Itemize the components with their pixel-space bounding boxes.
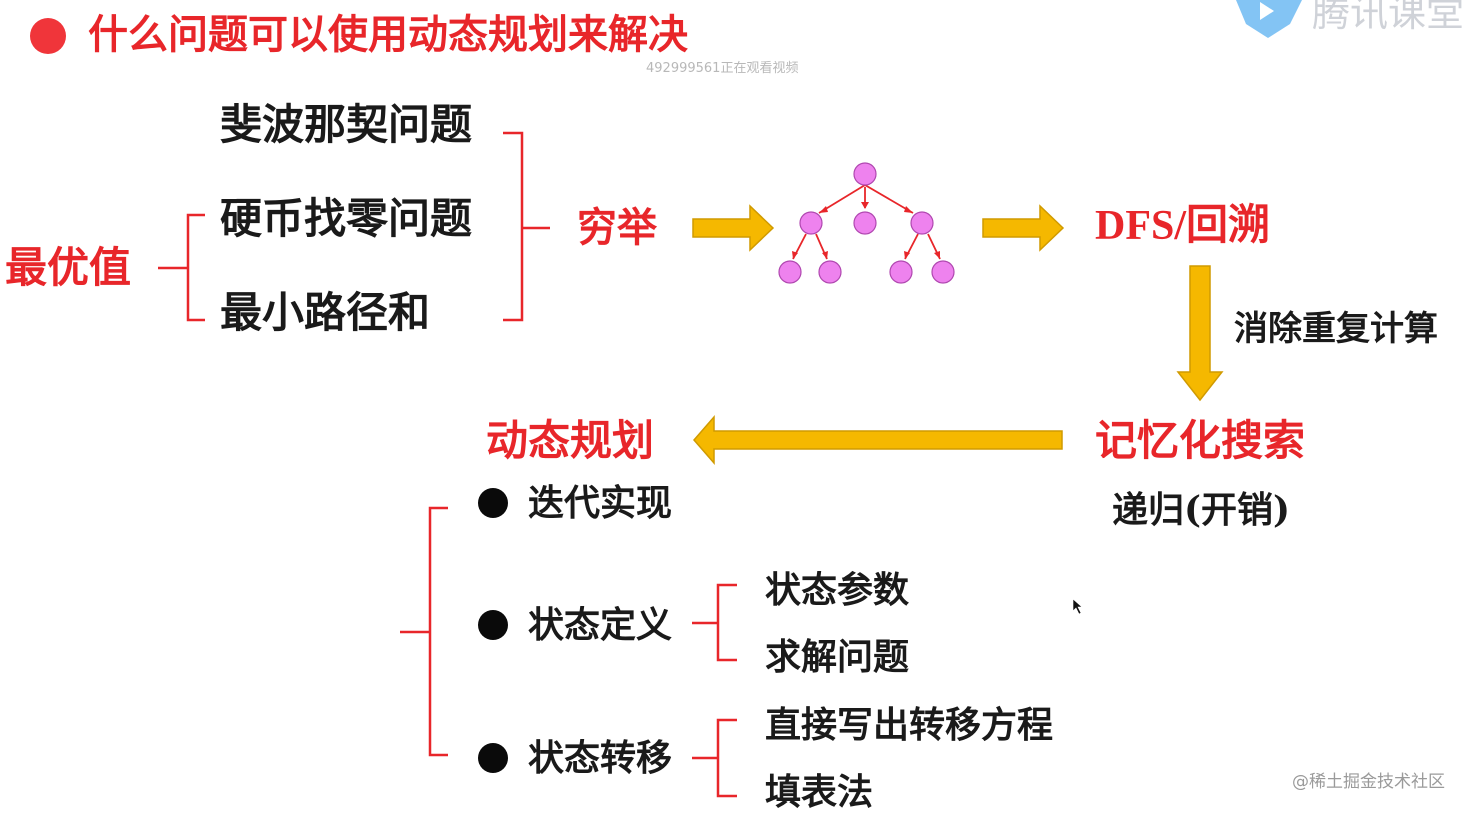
arrow-right-1 xyxy=(692,204,775,252)
tree-node xyxy=(799,211,823,235)
problem-coin-change: 硬币找零问题 xyxy=(220,194,473,243)
aspect-state-transition: 状态转移 xyxy=(528,737,673,779)
arrow-left xyxy=(693,414,1063,466)
title-bullet xyxy=(30,18,66,54)
bullet-icon xyxy=(478,488,508,518)
state-def-problem: 求解问题 xyxy=(765,636,910,678)
arrow-right-2 xyxy=(982,204,1065,252)
bullet-icon xyxy=(478,743,508,773)
tree-node xyxy=(853,162,877,186)
arrow-down xyxy=(1176,265,1224,402)
label-exhaustive: 穷举 xyxy=(577,204,657,251)
tree-node xyxy=(889,260,913,284)
problem-fibonacci: 斐波那契问题 xyxy=(220,100,473,149)
bracket-problems xyxy=(158,213,205,322)
problem-min-path-sum: 最小路径和 xyxy=(220,288,431,337)
aspect-iterative: 迭代实现 xyxy=(528,482,673,524)
bracket-transition xyxy=(692,718,737,798)
label-remove-duplicates: 消除重复计算 xyxy=(1234,309,1438,349)
state-def-params: 状态参数 xyxy=(765,569,910,611)
viewer-notice: 492999561正在观看视频 xyxy=(646,61,799,76)
recursion-tree xyxy=(778,162,955,284)
bracket-state-def xyxy=(692,583,737,662)
brand-logo-icon xyxy=(1236,0,1302,38)
transition-equation: 直接写出转移方程 xyxy=(765,704,1054,746)
transition-table-filling: 填表法 xyxy=(765,771,874,813)
tree-node xyxy=(931,260,955,284)
category-optimal-value: 最优值 xyxy=(5,243,132,292)
label-dynamic-programming: 动态规划 xyxy=(486,416,655,465)
tree-node xyxy=(778,260,802,284)
label-memoized-search: 记忆化搜索 xyxy=(1095,416,1306,465)
label-recursion-overhead: 递归(开销) xyxy=(1112,489,1291,531)
page-title: 什么问题可以使用动态规划来解决 xyxy=(88,11,688,58)
tree-node xyxy=(853,211,877,235)
tree-node xyxy=(818,260,842,284)
watermark: @稀土掘金技术社区 xyxy=(1292,772,1445,792)
label-dfs-backtracking: DFS/回溯 xyxy=(1095,203,1271,249)
tree-node xyxy=(910,211,934,235)
aspect-state-definition: 状态定义 xyxy=(528,604,673,646)
brand-name: 腾讯课堂 xyxy=(1312,0,1465,35)
bracket-dp-aspects xyxy=(400,506,448,757)
cursor-icon xyxy=(1072,598,1083,615)
bullet-icon xyxy=(478,610,508,640)
bracket-exhaustive xyxy=(503,131,550,322)
